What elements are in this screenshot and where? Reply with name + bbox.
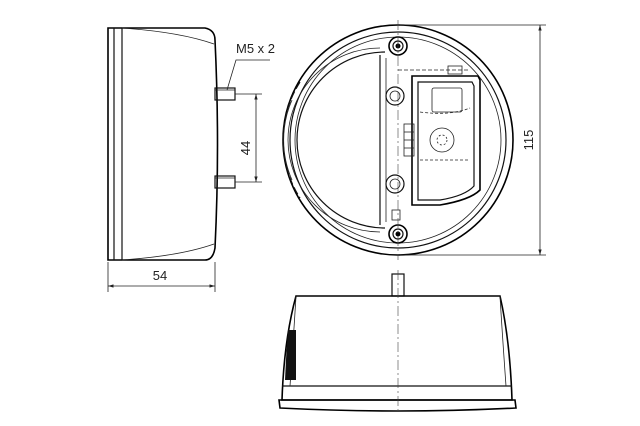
bolt-upper <box>214 87 236 101</box>
bolt-lower <box>214 175 236 189</box>
bolt-spacing-label: 44 <box>238 141 253 155</box>
thread-label: M5 x 2 <box>236 41 275 56</box>
top-view <box>278 270 517 414</box>
depth-label: 54 <box>153 268 167 283</box>
diameter-label: 115 <box>521 130 536 151</box>
front-view <box>282 20 546 260</box>
side-view <box>107 27 270 292</box>
